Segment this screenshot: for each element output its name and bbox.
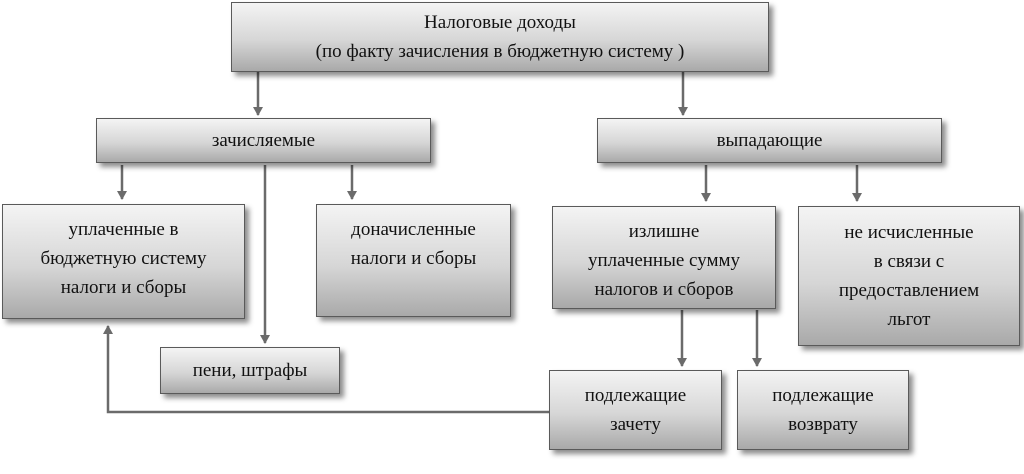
additional-line-2: налоги и сборы bbox=[350, 248, 477, 269]
lost-label: выпадающие bbox=[716, 130, 823, 151]
credited-label: зачисляемые bbox=[211, 130, 316, 151]
paid-box: уплаченные в бюджетную систему налоги и … bbox=[2, 204, 245, 319]
additional-box: доначисленные налоги и сборы bbox=[316, 204, 511, 317]
tax-revenue-title: Налоговые доходы bbox=[424, 12, 576, 33]
tax-revenue-subtitle: (по факту зачисления в бюджетную систему… bbox=[315, 41, 685, 62]
offset-line-1: подлежащие bbox=[584, 385, 687, 406]
arrow-offset-to-paid bbox=[103, 325, 549, 414]
not-calculated-box: не исчисленные в связи с предоставлением… bbox=[798, 206, 1020, 346]
not-calculated-line-4: льгот bbox=[887, 309, 931, 330]
offset-line-2: зачету bbox=[610, 414, 661, 435]
tax-revenue-box: Налоговые доходы (по факту зачисления в … bbox=[231, 2, 769, 72]
not-calculated-line-3: предоставлением bbox=[838, 280, 980, 301]
paid-line-2: бюджетную систему bbox=[40, 248, 207, 269]
overpaid-box: излишне уплаченные сумму налогов и сборо… bbox=[552, 206, 776, 309]
offset-box: подлежащие зачету bbox=[549, 370, 722, 450]
paid-line-1: уплаченные в bbox=[68, 219, 179, 240]
penalties-label: пени, штрафы bbox=[192, 360, 308, 381]
not-calculated-line-2: в связи с bbox=[873, 251, 945, 272]
additional-line-1: доначисленные bbox=[351, 219, 476, 240]
overpaid-line-2: уплаченные сумму bbox=[587, 250, 741, 271]
refund-box: подлежащие возврату bbox=[737, 370, 909, 450]
refund-line-2: возврату bbox=[788, 414, 858, 435]
refund-line-1: подлежащие bbox=[772, 385, 874, 406]
lost-box: выпадающие bbox=[597, 118, 942, 163]
not-calculated-line-1: не исчисленные bbox=[844, 222, 974, 243]
penalties-box: пени, штрафы bbox=[160, 347, 340, 394]
overpaid-line-1: излишне bbox=[628, 221, 700, 242]
credited-box: зачисляемые bbox=[96, 118, 431, 163]
overpaid-line-3: налогов и сборов bbox=[594, 279, 734, 300]
paid-line-3: налоги и сборы bbox=[60, 277, 187, 298]
